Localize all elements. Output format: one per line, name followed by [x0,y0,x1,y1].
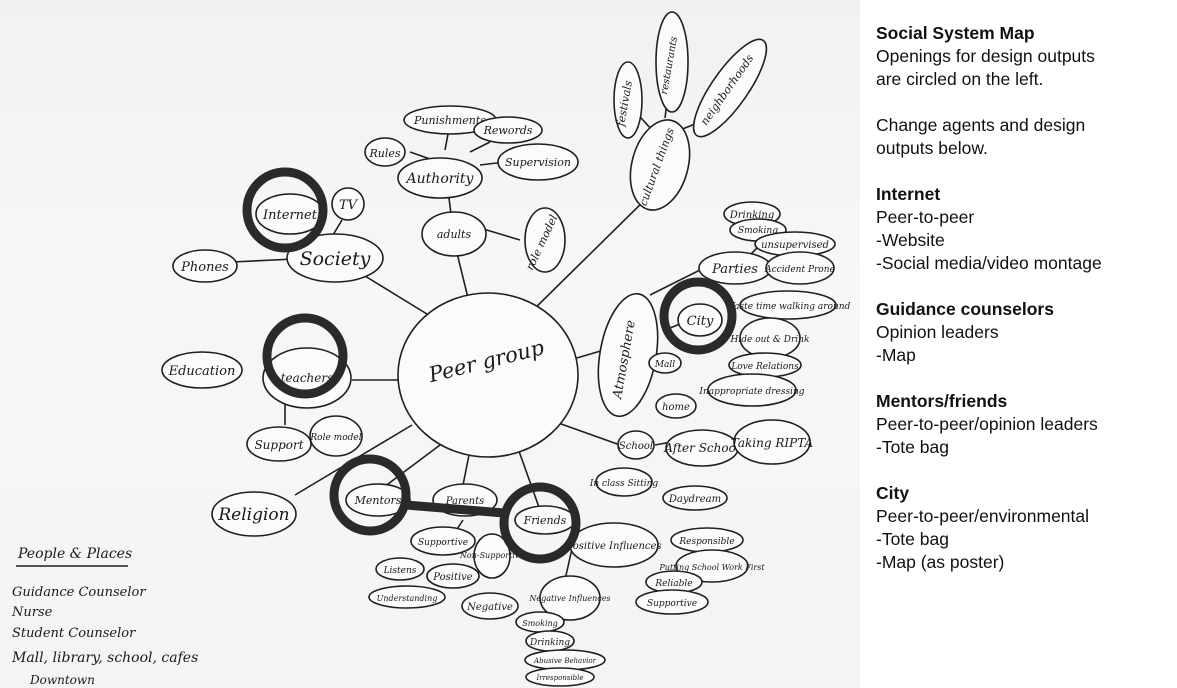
riptta-label: Taking RIPTA [731,436,814,450]
phones-label: Phones [180,260,229,275]
people-places-item-3: Student Counselor [12,626,136,641]
neg-smoking-label: Smoking [522,619,558,628]
panel-title: Social System Map [876,23,1035,43]
panel-intro-line-2: are circled on the left. [876,69,1044,89]
mall-label: Mall [654,360,675,370]
section-line: Peer-to-peer/opinion leaders [876,414,1098,434]
positive-influence-label: Positive Influences [565,541,661,552]
people-places-note: People & Places Guidance Counselor Nurse… [11,546,198,687]
putting-school-label: Putting School Work First [658,563,765,572]
section-mentors-friends: Mentors/friends Peer-to-peer/opinion lea… [876,390,1172,459]
section-line: Opinion leaders [876,322,999,342]
unsupervised-label: unsupervised [761,240,829,251]
parties-label: Parties [711,262,758,277]
section-line: Peer-to-peer/environmental [876,506,1090,526]
people-places-item-5: Downtown [29,673,95,687]
peer-group-node [397,292,579,458]
religion-label: Religion [217,505,289,525]
adults-label: adults [437,228,472,241]
internet-label: Internet [262,208,318,223]
drinking-label: Drinking [729,210,775,221]
accident-label: Accident Prone [764,265,835,275]
smoking-label: Smoking [738,226,778,236]
education-label: Education [168,364,236,379]
panel-intro-line-1: Openings for design outputs [876,46,1095,66]
society-label: Society [300,248,371,270]
city-label: City [687,314,714,329]
negative-influences-label: Negative Influences [528,594,610,603]
waste-time-label: Waste time walking around [726,302,851,312]
section-line: -Website [876,230,945,250]
mentors-circle [329,454,411,536]
section-line: -Map (as poster) [876,552,1005,572]
abusive-label: Abusive Behavior [533,657,597,665]
section-line: -Social media/video montage [876,253,1102,273]
negative-label: Negative [466,602,513,613]
internet-circle [242,167,328,253]
understanding-label: Understanding [377,594,438,603]
positive-label: Positive [432,572,473,583]
tv-label: TV [339,198,359,213]
section-line: -Map [876,345,916,365]
people-places-heading: People & Places [17,546,132,562]
teachers-label: teachers [281,371,334,385]
listens-label: Listens [383,566,417,576]
side-panel: Social System Map Openings for design ou… [876,22,1172,574]
friends-circle [499,482,581,564]
panel-change-line-2: outputs below. [876,138,988,158]
social-system-map-photo: Peer group Society Internet TV Phones Au… [0,0,860,688]
authority-label: Authority [405,171,475,187]
section-line: -Tote bag [876,437,949,457]
panel-change-line-1: Change agents and design [876,115,1086,135]
section-line: -Tote bag [876,529,949,549]
school-label: School [619,441,653,452]
daydream-label: Daydream [668,494,721,505]
section-guidance-counselors: Guidance counselors Opinion leaders -Map [876,298,1172,367]
after-school-label: After School [663,441,739,455]
in-class-label: In class Sitting [589,479,659,489]
inappropriate-label: Inappropriate dressing [698,387,804,397]
people-places-item-1: Guidance Counselor [12,585,146,600]
mentors-label: Mentors [354,494,402,507]
teachers-circle [262,313,348,399]
mentors-friends-link [405,500,505,518]
people-places-item-2: Nurse [11,605,53,620]
supervision-label: Supervision [505,156,571,169]
section-heading: Mentors/friends [876,391,1008,411]
section-heading: Guidance counselors [876,299,1054,319]
supportive-b-label: Supportive [647,599,697,609]
friends-label: Friends [523,514,567,527]
non-supportive-label: Non-Supportive [459,551,524,560]
map-drawing: Peer group Society Internet TV Phones Au… [11,11,851,687]
section-heading: Internet [876,184,941,204]
support-label: Support [254,438,303,452]
rules-label: Rules [368,147,400,160]
rewords-label: Rewords [483,124,533,137]
home-label: home [662,402,690,413]
punishments-label: Punishments [413,114,486,127]
section-city: City Peer-to-peer/environmental -Tote ba… [876,482,1172,574]
section-line: Peer-to-peer [876,207,975,227]
design-opening-circles [242,167,737,564]
responsible-label: Responsible [678,537,734,547]
section-internet: Internet Peer-to-peer -Website -Social m… [876,183,1172,275]
parents-label: Parents [445,496,485,507]
supportive-a-label: Supportive [418,538,468,548]
neg-drinking-label: Drinking [529,638,570,648]
love-relations-label: Love Relations [730,362,799,372]
irresponsible-label: Irresponsible [535,674,583,682]
reliable-label: Reliable [654,579,692,589]
role-model-label: Role model [309,433,361,443]
hide-out-label: Hide out & Drink [730,335,810,345]
section-heading: City [876,483,910,503]
people-places-item-4: Mall, library, school, cafes [11,650,198,666]
city-circle [659,277,737,355]
